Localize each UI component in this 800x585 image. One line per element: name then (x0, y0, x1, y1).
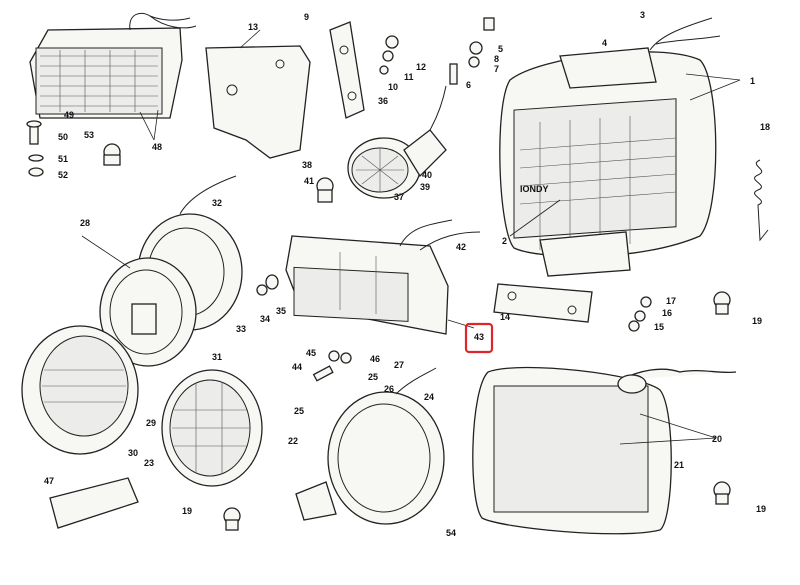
callout-8: 8 (494, 54, 499, 64)
callout-41: 41 (304, 176, 314, 186)
callout-42: 42 (456, 242, 466, 252)
callout-54: 54 (446, 528, 456, 538)
callout-24: 24 (424, 392, 434, 402)
bulb-41 (316, 177, 334, 203)
callout-20: 20 (712, 434, 722, 444)
spring-18 (754, 159, 769, 242)
callout-34: 34 (260, 314, 270, 324)
callout-46: 46 (370, 354, 380, 364)
callout-45: 45 (306, 348, 316, 358)
callout-2: 2 (502, 236, 507, 246)
callout-12: 12 (416, 62, 426, 72)
callout-3: 3 (640, 10, 645, 20)
callout-53: 53 (84, 130, 94, 140)
callout-36: 36 (378, 96, 388, 106)
callout-47: 47 (44, 476, 54, 486)
nuts-15-17 (628, 296, 652, 332)
mounting-ring-54 (295, 367, 445, 525)
callout-25b: 25 (368, 372, 378, 382)
callout-7: 7 (494, 64, 499, 74)
callout-14: 14 (500, 312, 510, 322)
indicator-lamp-37 (347, 85, 447, 199)
callout-33: 33 (236, 324, 246, 334)
callout-1: 1 (750, 76, 755, 86)
bracket-13 (205, 45, 311, 159)
bulb-53 (103, 143, 121, 166)
callout-43: 43 (474, 332, 484, 342)
highlight-box-43 (464, 322, 494, 354)
bulb-19a (713, 291, 731, 315)
callout-10: 10 (388, 82, 398, 92)
callout-32: 32 (212, 198, 222, 208)
callout-52: 52 (58, 170, 68, 180)
callout-16: 16 (662, 308, 672, 318)
headlamp-20 (472, 366, 737, 535)
round-lamp-23 (161, 369, 263, 487)
callout-50: 50 (58, 132, 68, 142)
leader-lines (81, 29, 741, 445)
callout-22: 22 (288, 436, 298, 446)
callout-19c: 19 (182, 506, 192, 516)
callout-19a: 19 (752, 316, 762, 326)
callout-5: 5 (498, 44, 503, 54)
callout-4: 4 (602, 38, 607, 48)
callout-15: 15 (654, 322, 664, 332)
grommet-34-35 (256, 274, 279, 296)
callout-21: 21 (674, 460, 684, 470)
callout-38: 38 (302, 160, 312, 170)
callout-48: 48 (152, 142, 162, 152)
reflector-47 (49, 477, 139, 529)
callout-40: 40 (422, 170, 432, 180)
callout-13: 13 (248, 22, 258, 32)
callout-9: 9 (304, 12, 309, 22)
headlamp-brand-text: IONDY (520, 184, 549, 194)
callout-51: 51 (58, 154, 68, 164)
callout-17: 17 (666, 296, 676, 306)
bolts-44-46 (312, 350, 352, 382)
callout-28: 28 (80, 218, 90, 228)
callout-44: 44 (292, 362, 302, 372)
tail-lamp-42 (285, 219, 481, 335)
nuts-5-8 (449, 17, 495, 85)
bulb-19b (713, 481, 731, 505)
screw-50 (26, 120, 44, 177)
callout-30: 30 (128, 448, 138, 458)
callout-49: 49 (64, 110, 74, 120)
callout-23: 23 (144, 458, 154, 468)
callout-35: 35 (276, 306, 286, 316)
plate-14 (493, 283, 593, 323)
callout-11: 11 (404, 72, 414, 82)
bracket-9 (329, 21, 365, 119)
callout-27: 27 (394, 360, 404, 370)
callout-31: 31 (212, 352, 222, 362)
callout-29: 29 (146, 418, 156, 428)
callout-37: 37 (394, 192, 404, 202)
headlamp-assembly-28 (21, 175, 243, 455)
callout-18: 18 (760, 122, 770, 132)
rear-lamp-48 (29, 12, 197, 119)
callout-6: 6 (466, 80, 471, 90)
callout-26: 26 (384, 384, 394, 394)
callout-labels: 1 4 2 3 5 6 7 8 9 10 11 12 13 14 15 16 1… (44, 10, 770, 538)
bulb-19c (223, 507, 241, 531)
callout-19b: 19 (756, 504, 766, 514)
callout-25a: 25 (294, 406, 304, 416)
nuts-10-12 (379, 35, 399, 75)
callout-39: 39 (420, 182, 430, 192)
headlamp-1: IONDY (499, 17, 721, 277)
